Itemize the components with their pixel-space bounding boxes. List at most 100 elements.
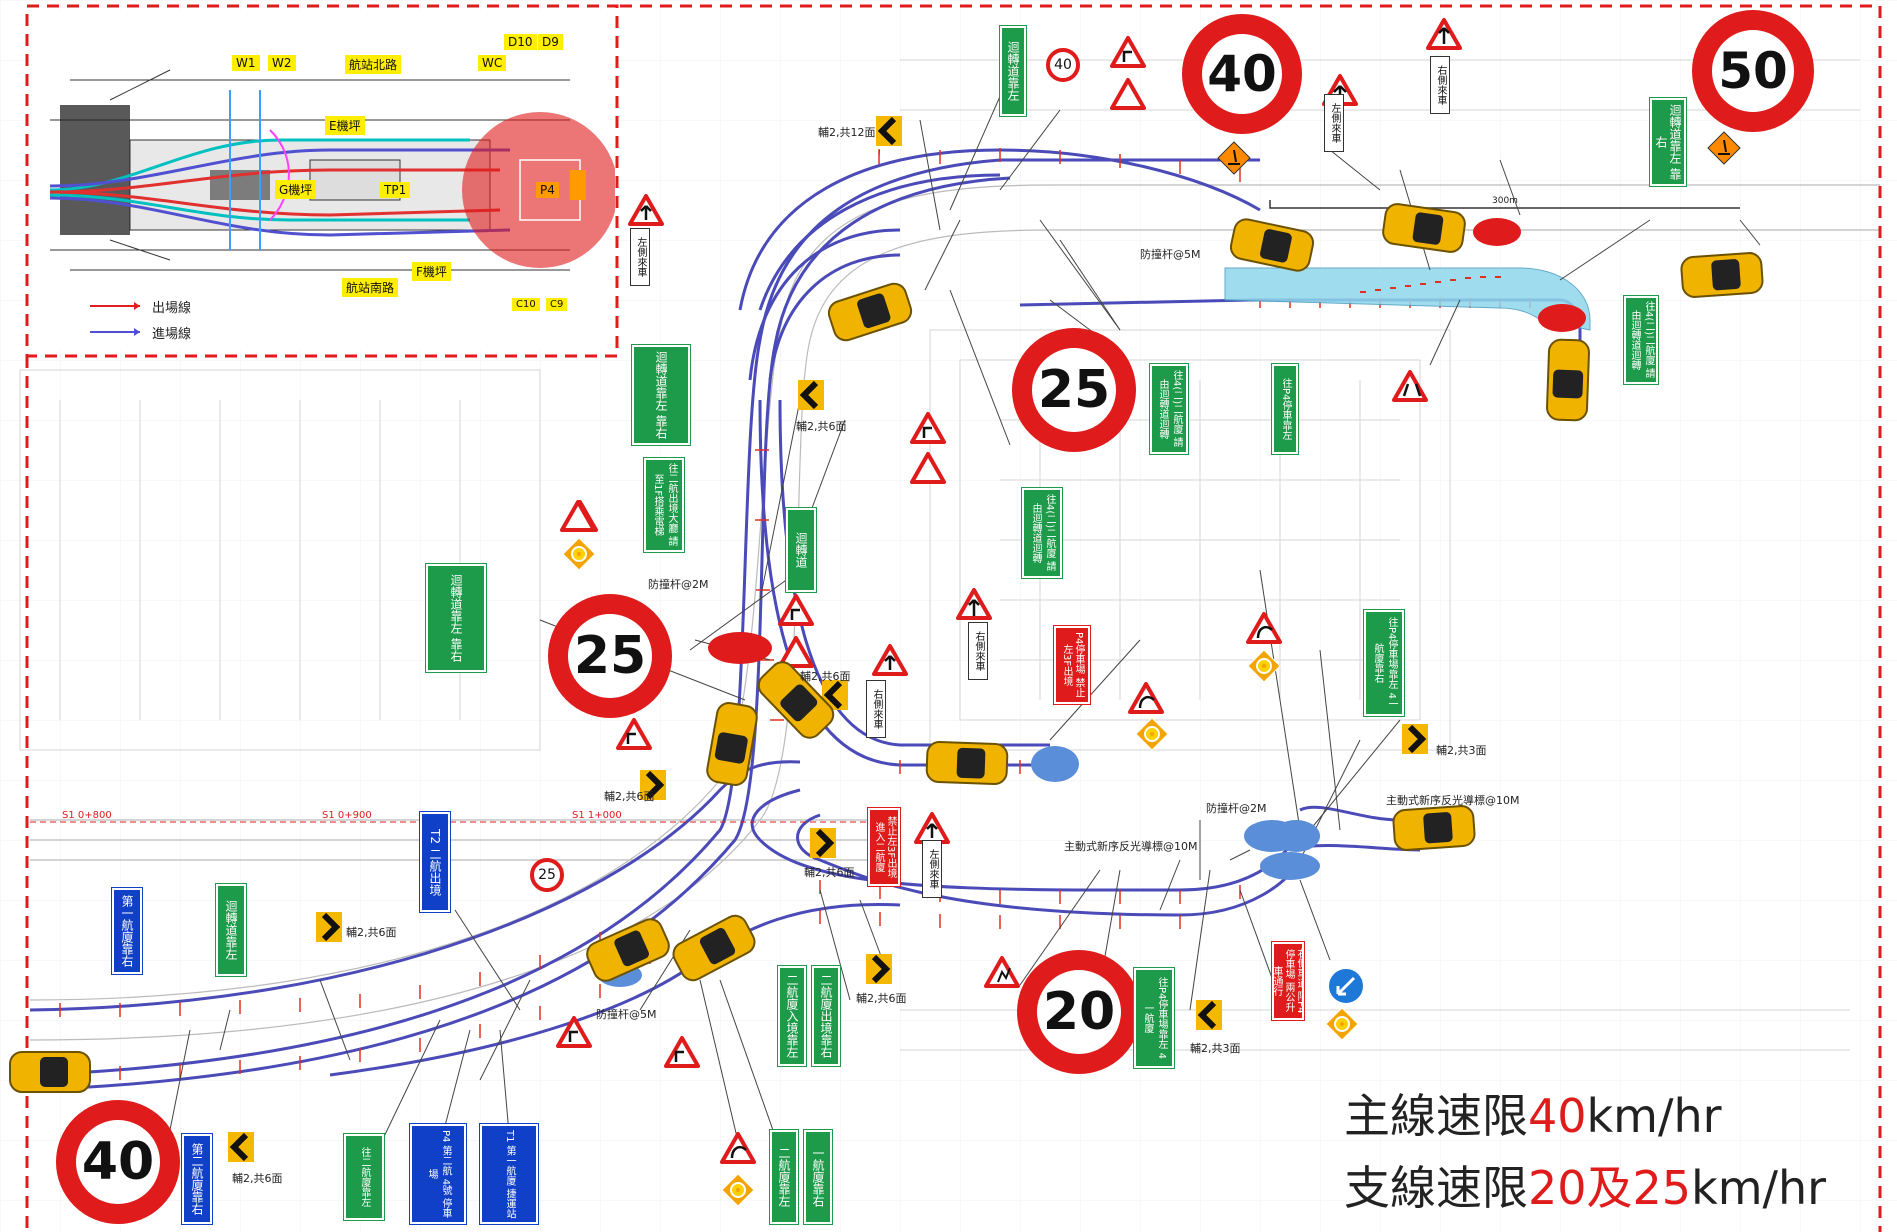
info-sign-white: 左側來車 bbox=[1324, 94, 1344, 152]
chevron-count-label: 輔2,共3面 bbox=[1436, 744, 1487, 757]
car-icon bbox=[1392, 805, 1476, 851]
info-sign-white: 左側來車 bbox=[922, 840, 942, 898]
curve-warning-icon bbox=[720, 1132, 756, 1164]
inset-label-tp1: TP1 bbox=[380, 182, 411, 198]
legend-exit-label: 出場線 bbox=[152, 301, 192, 316]
speed-limit-25-small-sign: 25 bbox=[530, 858, 564, 892]
chevron-right-icon bbox=[810, 828, 836, 858]
branch-line-unit: km/hr bbox=[1691, 1161, 1827, 1215]
car-icon bbox=[1382, 203, 1466, 253]
chevron-count-label: 輔2,共12面 bbox=[818, 126, 876, 139]
inset-label-e-apron: E機坪 bbox=[325, 116, 365, 135]
inset-label-d10: D10 bbox=[504, 34, 537, 50]
bollard-marker bbox=[1031, 746, 1079, 782]
callout-crash-barrier: 防撞杆@5M bbox=[596, 1008, 657, 1021]
car-icon bbox=[706, 702, 758, 786]
guide-sign-green: 迴轉道 bbox=[785, 507, 817, 593]
prohibition-sign-red: 禁止左3F出境 進入二航廈 bbox=[867, 807, 901, 887]
guide-sign-green: 二航廈入境靠左 bbox=[777, 965, 807, 1067]
car-icon bbox=[586, 918, 670, 982]
curve-warning-icon bbox=[1110, 36, 1146, 68]
curve-warning-icon bbox=[664, 1036, 700, 1068]
info-sign-white: 右側來車 bbox=[1430, 56, 1450, 114]
guide-sign-green: 二航廈出境靠右 bbox=[811, 965, 841, 1067]
chevron-left-icon bbox=[1196, 1000, 1222, 1030]
curve-warning-icon bbox=[910, 412, 946, 444]
guide-sign-green: 往4(二)二航廈 請由迴轉道迴轉 bbox=[1623, 295, 1659, 385]
curve-warning-icon bbox=[984, 956, 1020, 988]
info-sign-white: 左側來車 bbox=[630, 228, 650, 286]
inset-label-wc: WC bbox=[478, 55, 507, 71]
inset-label-f-apron: F機坪 bbox=[412, 262, 451, 281]
guide-sign-blue: 第二航廈靠右 bbox=[181, 1133, 213, 1225]
inset-label-g-apron: G機坪 bbox=[275, 180, 317, 199]
main-line-value: 40 bbox=[1528, 1089, 1587, 1143]
car-icon bbox=[1680, 252, 1764, 298]
chevron-count-label: 輔2,共6面 bbox=[346, 926, 397, 939]
car-icon bbox=[757, 661, 835, 739]
info-sign-white: 右側來車 bbox=[866, 680, 886, 738]
speed-limit-40-sign: 40 bbox=[56, 1100, 180, 1224]
inset-label-c9: C9 bbox=[546, 298, 568, 311]
slow-warning-icon bbox=[1110, 78, 1146, 110]
car-icon bbox=[9, 1051, 91, 1093]
inset-label-w1: W1 bbox=[232, 55, 260, 71]
inset-label-p4: P4 bbox=[536, 182, 559, 198]
chevron-count-label: 輔2,共6面 bbox=[232, 1172, 283, 1185]
callout-crash-barrier: 防撞杆@2M bbox=[1206, 802, 1267, 815]
merge-warning-icon bbox=[628, 194, 664, 226]
chevron-count-label: 輔2,共6面 bbox=[804, 866, 855, 879]
slow-warning-icon bbox=[910, 452, 946, 484]
callout-crash-barrier: 防撞杆@5M bbox=[1140, 248, 1201, 261]
chevron-count-label: 輔2,共6面 bbox=[856, 992, 907, 1005]
merge-warning-icon bbox=[1426, 18, 1462, 50]
prohibition-sign-red: P4停車場 禁止左3F出境 bbox=[1053, 625, 1091, 705]
curve-warning-icon bbox=[556, 1016, 592, 1048]
curve-warning-icon bbox=[778, 594, 814, 626]
station-label: S1 0+800 bbox=[62, 810, 112, 821]
guide-sign-blue: 第一航廈靠右 bbox=[111, 887, 143, 975]
chevron-right-icon bbox=[866, 954, 892, 984]
car-icon bbox=[1546, 338, 1590, 422]
narrow-road-warning-icon bbox=[1392, 370, 1428, 402]
main-line-label: 主線速限 bbox=[1344, 1089, 1528, 1143]
guide-sign-green: 迴轉道靠左 bbox=[999, 25, 1027, 117]
guide-sign-green: 往P4停車靠左 bbox=[1271, 363, 1299, 455]
guide-sign-blue: P4 第二航 4號 停車場 bbox=[409, 1123, 467, 1225]
legend-entry-label: 進場線 bbox=[152, 327, 192, 342]
branch-line-speed-limit-text: 支線速限20及25km/hr bbox=[1344, 1152, 1826, 1218]
inset-label-south-road: 航站南路 bbox=[342, 278, 399, 297]
inset-label-w2: W2 bbox=[268, 55, 296, 71]
barrier-marker bbox=[1473, 218, 1521, 246]
callout-reflector: 主動式新序反光導標@10M bbox=[1386, 794, 1520, 807]
branch-line-value: 20及25 bbox=[1528, 1161, 1692, 1215]
merge-warning-icon bbox=[914, 812, 950, 844]
curve-warning-icon bbox=[1128, 682, 1164, 714]
direction-arrow-icon bbox=[1327, 967, 1365, 1005]
speed-limit-40-small-sign: 40 bbox=[1046, 48, 1080, 82]
callout-crash-barrier: 防撞杆@2M bbox=[648, 578, 709, 591]
guide-sign-green: 二航廈靠左 bbox=[769, 1129, 799, 1225]
guide-sign-blue: T1 第一航廈 捷運站 bbox=[479, 1123, 539, 1225]
bollard-marker bbox=[1260, 852, 1320, 880]
chevron-count-label: 輔2,共6面 bbox=[796, 420, 847, 433]
delineator-icon bbox=[562, 537, 596, 571]
distance-label: 300m bbox=[1492, 196, 1518, 206]
merge-warning-icon bbox=[956, 588, 992, 620]
chevron-left-icon bbox=[798, 380, 824, 410]
station-label: S1 1+000 bbox=[572, 810, 622, 821]
chevron-left-icon bbox=[228, 1132, 254, 1162]
inset-label-d9: D9 bbox=[538, 34, 563, 50]
inset-label-north-road: 航站北路 bbox=[345, 55, 402, 74]
prohibition-sign-red: 右側車道 限P4停車場 兩公升車通行 bbox=[1271, 941, 1306, 1021]
info-sign-white: 右側來車 bbox=[968, 622, 988, 680]
guide-sign-green: 往二航廈靠左 bbox=[343, 1133, 385, 1221]
bollard-marker bbox=[1272, 820, 1320, 852]
delineator-icon bbox=[1247, 649, 1281, 683]
road-work-icon bbox=[1707, 131, 1741, 165]
car-icon bbox=[672, 914, 756, 982]
chevron-count-label: 輔2,共6面 bbox=[604, 790, 655, 803]
guide-sign-green: 一航廈靠右 bbox=[803, 1129, 833, 1225]
